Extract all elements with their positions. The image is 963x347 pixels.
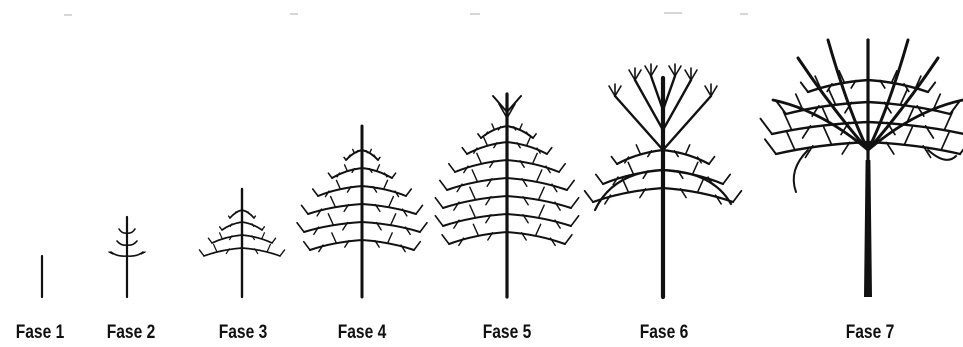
tree-phase-2	[109, 217, 145, 297]
phase-5-label: Fase 5	[483, 322, 532, 344]
phase-2-label: Fase 2	[107, 322, 156, 344]
phase-1-label: Fase 1	[16, 322, 65, 344]
tree-phase-5	[435, 94, 578, 297]
tree-phase-7	[760, 40, 963, 297]
tree-phase-3	[199, 189, 284, 297]
top-edge-marks	[64, 13, 748, 15]
phase-3-label: Fase 3	[219, 322, 268, 344]
phase-6-label: Fase 6	[640, 322, 689, 344]
tree-phase-6	[585, 64, 742, 297]
phase-7-label: Fase 7	[846, 322, 895, 344]
phase-4-label: Fase 4	[338, 322, 387, 344]
tree-phase-4	[297, 126, 427, 297]
